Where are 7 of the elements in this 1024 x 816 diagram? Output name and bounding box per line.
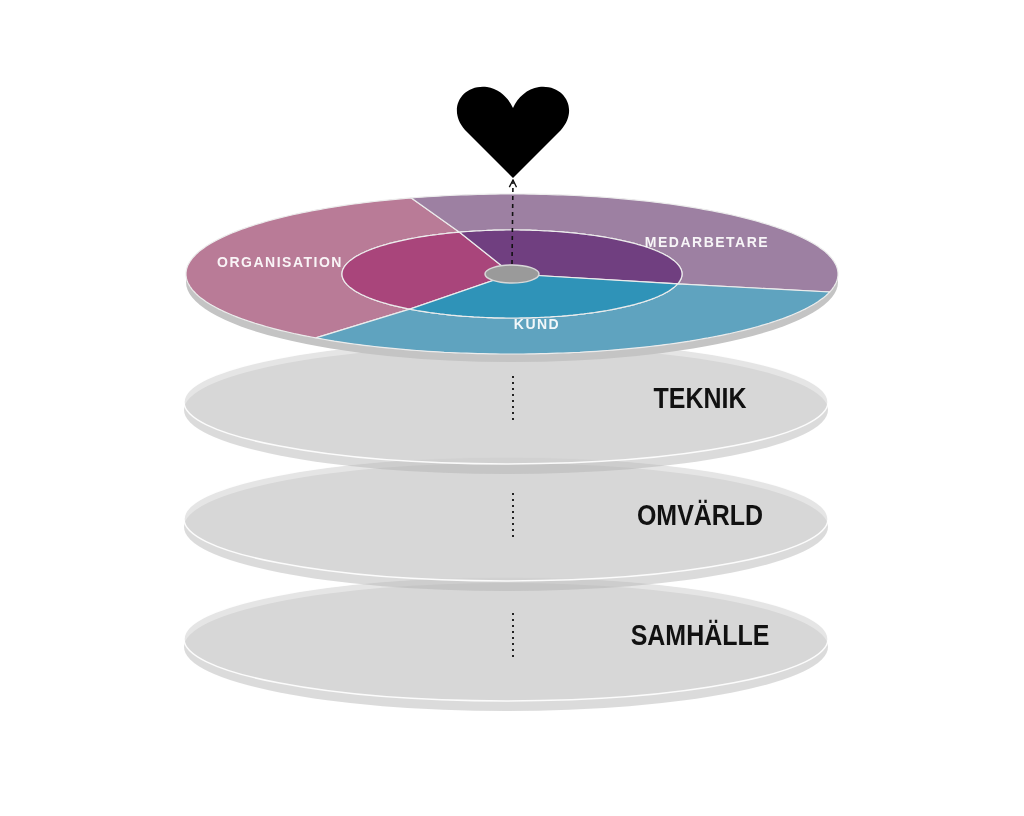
segment-label: KUND bbox=[513, 316, 561, 332]
segment-label: MEDARBETARE bbox=[644, 234, 770, 250]
layer-label: OMVÄRLD bbox=[636, 498, 764, 532]
layer-label: SAMHÄLLE bbox=[630, 618, 770, 652]
dashed-arrow bbox=[508, 179, 518, 265]
layer-label: TEKNIK bbox=[653, 381, 747, 415]
segment-label: ORGANISATION bbox=[217, 254, 343, 270]
